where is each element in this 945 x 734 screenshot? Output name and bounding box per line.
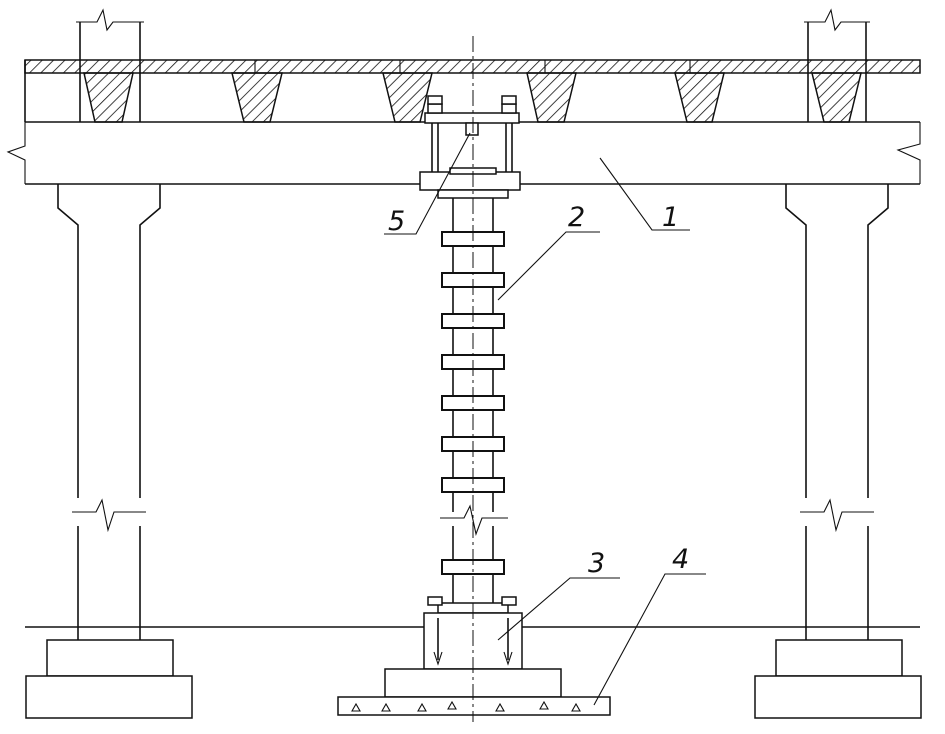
concrete-footing-pad: [337, 668, 611, 716]
callout-2: 2: [568, 202, 585, 233]
callout-5: 5: [388, 206, 405, 237]
column-right: [754, 184, 922, 719]
column-left: [25, 184, 193, 719]
leader-lines: [384, 132, 706, 706]
upper-column-right: [804, 8, 870, 122]
callout-4: 4: [672, 544, 689, 575]
callout-1: 1: [662, 202, 679, 233]
callout-3: 3: [588, 548, 605, 579]
shore-top-head: [419, 95, 521, 199]
upper-column-left: [76, 8, 144, 122]
